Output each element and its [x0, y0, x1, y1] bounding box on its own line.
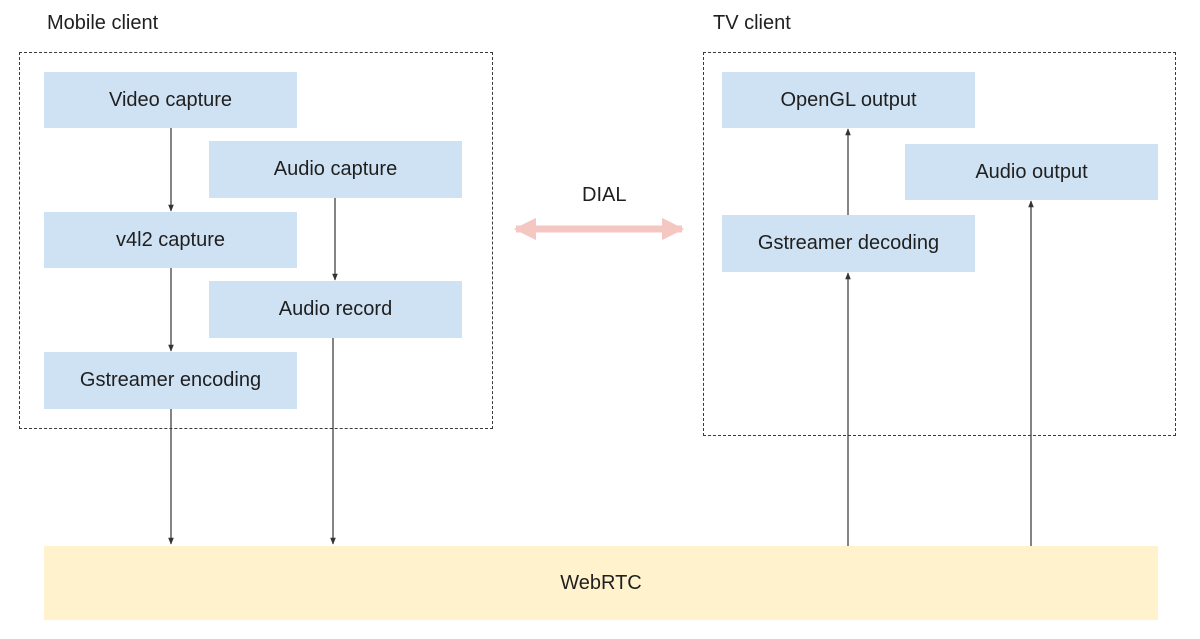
audio-output-node: Audio output — [905, 144, 1158, 200]
gstreamer-encoding-node: Gstreamer encoding — [44, 352, 297, 409]
mobile-client-group — [19, 52, 493, 429]
tv-client-title: TV client — [713, 12, 791, 34]
video-capture-node: Video capture — [44, 72, 297, 128]
mobile-client-title: Mobile client — [47, 12, 159, 34]
opengl-output-node: OpenGL output — [722, 72, 975, 128]
webrtc-node: WebRTC — [44, 546, 1158, 620]
audio-record-node: Audio record — [209, 281, 462, 338]
v4l2-capture-node: v4l2 capture — [44, 212, 297, 268]
audio-capture-node: Audio capture — [209, 141, 462, 198]
dial-label: DIAL — [582, 184, 627, 206]
tv-client-group — [703, 52, 1176, 436]
gstreamer-decoding-node: Gstreamer decoding — [722, 215, 975, 272]
